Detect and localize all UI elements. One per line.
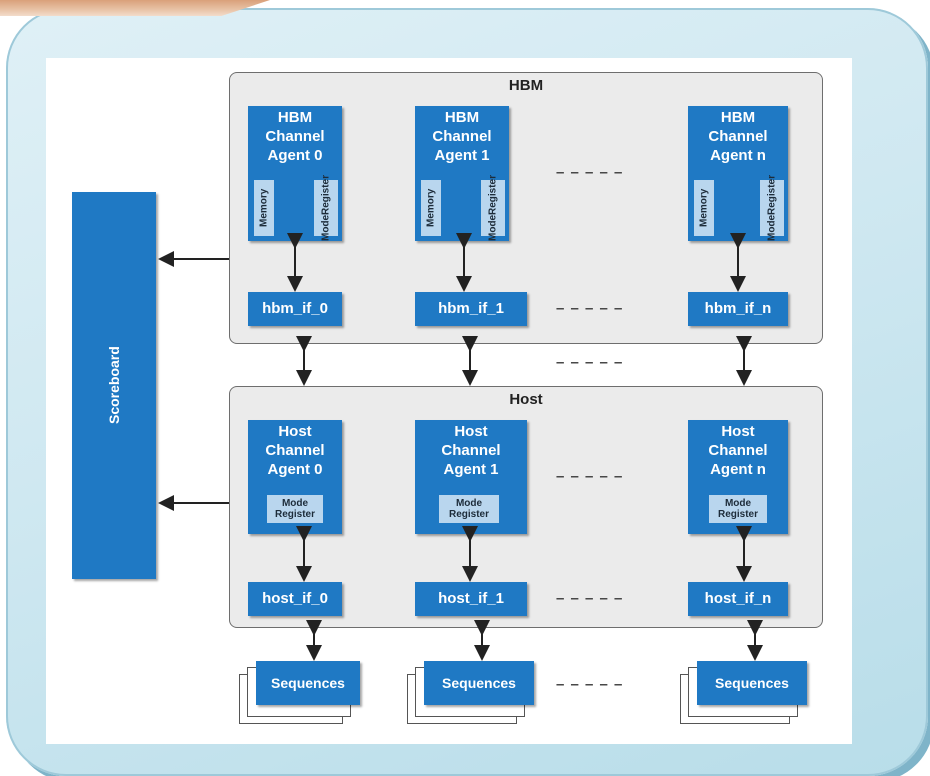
- host-if-0: host_if_0: [248, 582, 342, 616]
- mode-label: Mode: [724, 498, 752, 509]
- agent-line1: Host: [721, 423, 755, 440]
- agent-line2: Channel: [708, 442, 768, 459]
- agent-line2: Channel: [265, 128, 325, 145]
- mode-label: Mode: [455, 498, 483, 509]
- agent-line1: HBM: [720, 109, 756, 126]
- agent-line2: Channel: [265, 442, 325, 459]
- diagram-canvas: Scoreboard HBM Host HBM Channel Agent 0 …: [46, 58, 852, 744]
- agent-line3: Agent 0: [267, 147, 323, 164]
- sequences-block-0: Sequences: [256, 661, 360, 705]
- hbm-if-1: hbm_if_1: [415, 292, 527, 326]
- ellipsis-dashes: – – – – –: [556, 354, 624, 371]
- sequences-block-n: Sequences: [697, 661, 807, 705]
- agent-line3: Agent 1: [434, 147, 490, 164]
- sequences-block-1: Sequences: [424, 661, 534, 705]
- hbm-if-0: hbm_if_0: [248, 292, 342, 326]
- agent-line1: Host: [454, 423, 488, 440]
- host-if-1: host_if_1: [415, 582, 527, 616]
- register-label: Register: [717, 509, 758, 520]
- register-label: Register: [448, 509, 489, 520]
- agent-line2: Channel: [441, 442, 501, 459]
- ellipsis-dashes: – – – – –: [556, 300, 624, 317]
- agent-line1: HBM: [277, 109, 313, 126]
- scoreboard-block: Scoreboard: [72, 192, 156, 579]
- ellipsis-dashes: – – – – –: [556, 590, 624, 607]
- agent-line2: Channel: [708, 128, 768, 145]
- agent-line3: Agent n: [710, 147, 766, 164]
- agent-line2: Channel: [432, 128, 492, 145]
- agent-line3: Agent 1: [443, 461, 499, 478]
- ellipsis-dashes: – – – – –: [556, 164, 624, 181]
- connector-arrows: [158, 233, 763, 661]
- agent-line1: Host: [278, 423, 312, 440]
- agent-line1: HBM: [444, 109, 480, 126]
- host-group-title: Host: [509, 391, 543, 408]
- hbm-group-title: HBM: [508, 77, 544, 94]
- ellipsis-dashes: – – – – –: [556, 468, 624, 485]
- hbm-if-n: hbm_if_n: [688, 292, 788, 326]
- host-if-n: host_if_n: [688, 582, 788, 616]
- agent-line3: Agent n: [710, 461, 766, 478]
- register-label: Register: [274, 509, 315, 520]
- top-decoration: [0, 0, 270, 16]
- mode-label: Mode: [281, 498, 309, 509]
- ellipsis-dashes: – – – – –: [556, 676, 624, 693]
- agent-line3: Agent 0: [267, 461, 323, 478]
